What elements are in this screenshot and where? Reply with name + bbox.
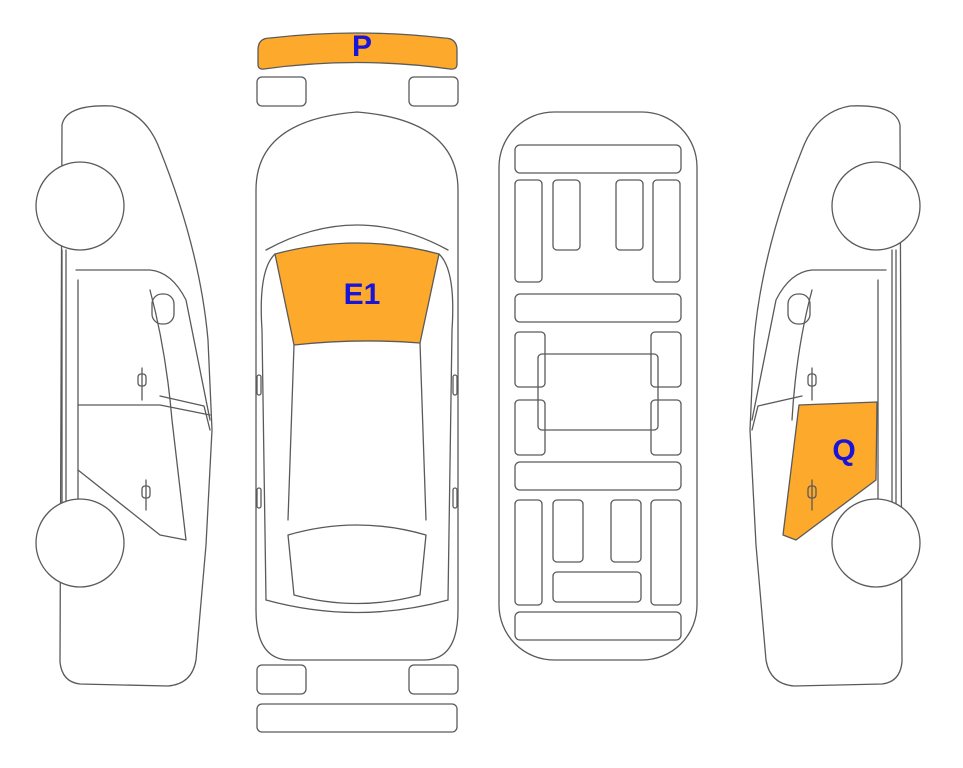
left-side-roof-line — [75, 269, 211, 421]
top-view-hood-line — [265, 224, 449, 251]
right-side-mirror — [787, 293, 811, 325]
underbody-panel-front-small — [552, 571, 642, 603]
underbody-panel-front-bar — [514, 611, 682, 641]
top-view-handle-left — [256, 487, 262, 509]
damage-label-p: P — [352, 30, 372, 63]
top-view-mirror-left — [256, 374, 262, 396]
top-view-handle-right — [452, 487, 458, 509]
top-view-a-pillar-left — [260, 253, 276, 601]
underbody-panel-rear-mid-right — [615, 179, 644, 251]
underbody-panel-front-left — [514, 499, 543, 606]
underbody-panel-center — [537, 353, 659, 431]
right-rear-door-damage — [782, 401, 878, 541]
underbody-panel-mid-left-top — [514, 331, 546, 388]
underbody-panel-mid-left-bottom — [514, 399, 546, 456]
left-side-door-handle-rear — [141, 479, 151, 511]
top-view — [255, 32, 459, 733]
left-side-body-outline — [59, 105, 213, 687]
underbody-panel-mid-right-bottom — [650, 399, 682, 456]
right-side-front-door — [791, 289, 813, 421]
underbody-view — [498, 111, 698, 661]
underbody-panel-front-right — [650, 499, 682, 606]
right-side-roof-line — [751, 269, 887, 421]
top-view-mirror-right — [452, 374, 458, 396]
rear-bumper-damage — [257, 32, 458, 70]
right-side-view — [749, 105, 921, 687]
left-side-rear-wheel — [35, 498, 125, 588]
underbody-panel-rear-right — [652, 179, 681, 283]
underbody-panel-mid-right-top — [650, 331, 682, 388]
top-view-rear-deck — [265, 599, 449, 614]
underbody-panel-front-mid-right — [610, 499, 642, 563]
top-view-front-light-left — [256, 664, 307, 695]
top-view-rear-window — [287, 524, 427, 605]
underbody-panel-cross-1 — [514, 293, 682, 323]
right-side-door-handle-front — [807, 367, 817, 401]
left-side-front-wheel — [35, 161, 125, 251]
top-view-front-light-right — [408, 664, 459, 695]
left-side-door-split — [77, 404, 211, 416]
top-view-roof — [287, 342, 427, 521]
underbody-panel-front-mid-left — [552, 499, 584, 563]
top-view-rear-light-left — [256, 76, 307, 107]
right-side-front-wheel — [831, 161, 921, 251]
left-side-view — [35, 105, 213, 687]
left-side-mirror — [151, 293, 175, 325]
left-side-front-edge — [159, 395, 211, 431]
front-bumper — [256, 703, 458, 733]
damage-label-q: Q — [832, 434, 855, 467]
windshield-damage — [274, 242, 440, 346]
underbody-panel-cross-2 — [514, 461, 682, 491]
top-view-body-outline — [255, 111, 459, 661]
damage-label-e1: E1 — [344, 278, 381, 311]
underbody-outline — [498, 111, 698, 661]
underbody-panel-rear-left — [514, 179, 543, 283]
left-side-rear-door — [77, 289, 187, 541]
right-side-front-edge — [751, 395, 803, 431]
top-view-a-pillar-right — [438, 253, 454, 601]
top-view-rear-light-right — [408, 76, 459, 107]
underbody-panel-rear-mid-left — [552, 179, 581, 251]
left-side-door-handle-front — [137, 367, 147, 401]
right-side-body-outline — [749, 105, 903, 687]
right-side-door-handle-rear — [807, 479, 817, 511]
right-side-rear-wheel — [831, 498, 921, 588]
underbody-panel-rear-bar — [514, 144, 682, 174]
